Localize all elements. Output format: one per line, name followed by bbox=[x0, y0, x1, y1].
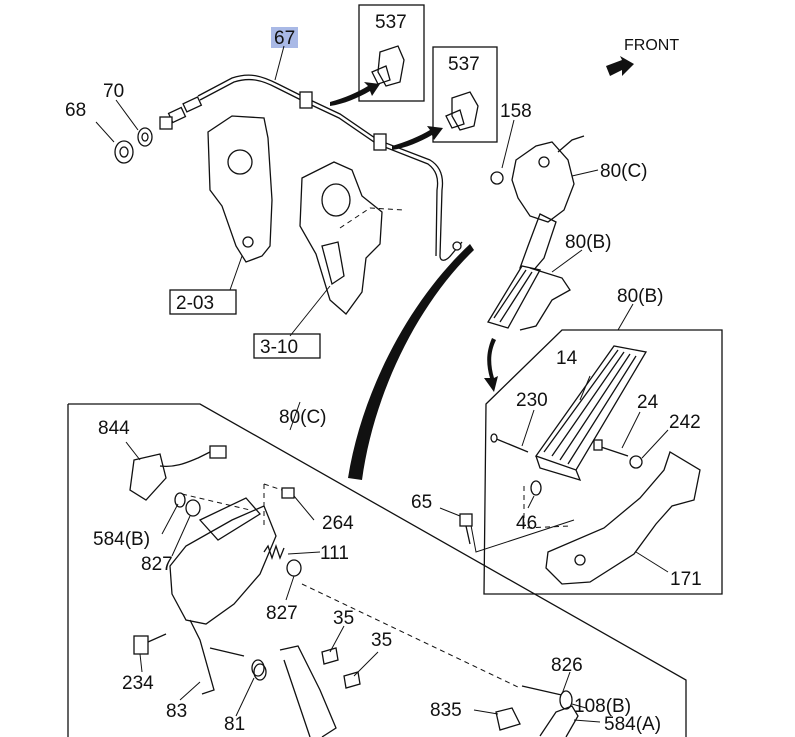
pedal-arm-171[interactable] bbox=[545, 451, 701, 585]
lever-584a[interactable] bbox=[539, 705, 579, 737]
switch-234[interactable] bbox=[133, 633, 167, 655]
label-844[interactable]: 844 bbox=[98, 418, 130, 439]
label-35-b[interactable]: 35 bbox=[371, 630, 392, 651]
end-fitting[interactable] bbox=[159, 116, 173, 130]
body-panel-2-03 bbox=[207, 115, 273, 263]
label-584a[interactable]: 584(A) bbox=[604, 714, 661, 735]
pin-826[interactable] bbox=[521, 685, 567, 697]
selected-part-highlight bbox=[271, 27, 298, 48]
bolt-264[interactable] bbox=[281, 487, 295, 499]
spring-81[interactable] bbox=[251, 659, 267, 681]
label-80c-box[interactable]: 80(C) bbox=[279, 407, 327, 428]
label-158[interactable]: 158 bbox=[500, 101, 532, 122]
label-80c-top[interactable]: 80(C) bbox=[600, 161, 648, 182]
pin-230[interactable] bbox=[490, 433, 529, 453]
label-264[interactable]: 264 bbox=[322, 513, 354, 534]
body-panel-3-10 bbox=[299, 161, 383, 315]
label-front: FRONT bbox=[624, 37, 679, 54]
label-111[interactable]: 111 bbox=[320, 543, 349, 564]
bushing-584b[interactable] bbox=[174, 492, 186, 508]
lever-plate[interactable] bbox=[279, 645, 337, 737]
dashed-guides bbox=[181, 207, 571, 689]
label-80b-right[interactable]: 80(B) bbox=[617, 286, 663, 307]
label-537-a[interactable]: 537 bbox=[375, 12, 407, 33]
bolt-24[interactable] bbox=[593, 439, 629, 457]
bracket-835[interactable] bbox=[495, 707, 521, 731]
washer-70[interactable] bbox=[137, 127, 153, 147]
label-827-a[interactable]: 827 bbox=[141, 554, 173, 575]
label-67[interactable]: 67 bbox=[274, 28, 295, 49]
clip-35-b[interactable] bbox=[343, 671, 361, 689]
bolt-65[interactable] bbox=[459, 513, 473, 545]
ref-box-3-10 bbox=[253, 333, 321, 359]
front-arrow-icon bbox=[606, 56, 634, 76]
clip-35-a[interactable] bbox=[321, 647, 339, 665]
washer-46[interactable] bbox=[530, 480, 542, 496]
pointer-arrow bbox=[348, 244, 474, 480]
label-108b[interactable]: 108(B) bbox=[574, 696, 631, 717]
label-826[interactable]: 826 bbox=[551, 655, 583, 676]
nut-68[interactable] bbox=[114, 140, 134, 164]
bushing-108b[interactable] bbox=[559, 690, 573, 710]
nut-242[interactable] bbox=[629, 455, 643, 469]
arrow-to-clip-a bbox=[330, 82, 380, 106]
clip-537-box-b[interactable] bbox=[432, 46, 498, 143]
label-584b[interactable]: 584(B) bbox=[93, 529, 150, 550]
pedal-80b-top[interactable] bbox=[487, 265, 571, 331]
detail-box-80c bbox=[67, 403, 687, 737]
detail-box-80b bbox=[483, 329, 723, 595]
leader-lines bbox=[95, 45, 669, 723]
pin-83[interactable] bbox=[209, 647, 245, 657]
label-230[interactable]: 230 bbox=[516, 390, 548, 411]
ref-box-2-03 bbox=[169, 289, 237, 315]
nut-158[interactable] bbox=[490, 171, 504, 185]
label-81[interactable]: 81 bbox=[224, 714, 245, 735]
clip-537-box-a[interactable] bbox=[358, 4, 425, 102]
label-46[interactable]: 46 bbox=[516, 513, 537, 534]
label-80b-mid[interactable]: 80(B) bbox=[565, 232, 611, 253]
arrow-to-clip-b bbox=[392, 126, 443, 150]
label-2-03[interactable]: 2-03 bbox=[176, 293, 214, 314]
label-827-b[interactable]: 827 bbox=[266, 603, 298, 624]
label-171[interactable]: 171 bbox=[670, 569, 702, 590]
label-835[interactable]: 835 bbox=[430, 700, 462, 721]
bolt-65-leader bbox=[469, 519, 575, 553]
label-70[interactable]: 70 bbox=[103, 81, 124, 102]
label-3-10[interactable]: 3-10 bbox=[260, 337, 298, 358]
accelerator-cable[interactable] bbox=[167, 74, 463, 261]
spring-111[interactable] bbox=[263, 543, 285, 561]
label-83[interactable]: 83 bbox=[166, 701, 187, 722]
label-234[interactable]: 234 bbox=[122, 673, 154, 694]
bushing-827-left[interactable] bbox=[185, 499, 201, 517]
pointer-arrow-small bbox=[484, 338, 498, 392]
label-65[interactable]: 65 bbox=[411, 492, 432, 513]
bushing-827-right[interactable] bbox=[286, 559, 302, 577]
label-24[interactable]: 24 bbox=[637, 392, 659, 413]
label-242[interactable]: 242 bbox=[669, 412, 701, 433]
label-14[interactable]: 14 bbox=[556, 348, 578, 369]
label-35-a[interactable]: 35 bbox=[333, 608, 354, 629]
label-68[interactable]: 68 bbox=[65, 100, 86, 121]
sensor-844[interactable] bbox=[129, 445, 227, 501]
label-537-b[interactable]: 537 bbox=[448, 54, 480, 75]
pedal-pad-14[interactable] bbox=[534, 345, 648, 482]
